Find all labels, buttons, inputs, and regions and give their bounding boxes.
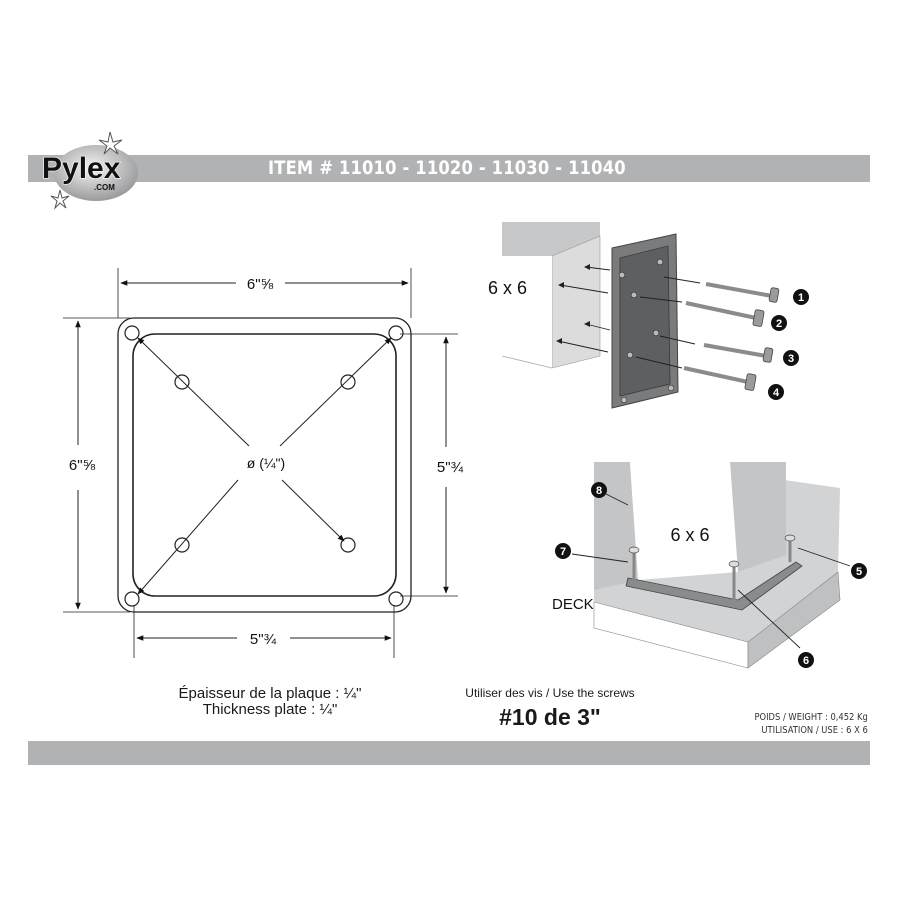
svg-text:8: 8	[596, 485, 602, 497]
sparkle-icon	[50, 131, 123, 210]
svg-text:3: 3	[788, 353, 794, 365]
svg-text:DECK: DECK	[552, 596, 594, 613]
svg-text:6 x 6: 6 x 6	[488, 278, 527, 298]
footer-bar	[28, 741, 870, 765]
svg-text:4: 4	[773, 387, 780, 399]
screw-icon	[683, 282, 780, 391]
svg-text:6 x 6: 6 x 6	[670, 525, 709, 545]
thickness-fr: Épaisseur de la plaque : ¼"	[178, 685, 362, 702]
svg-text:ø (¼"): ø (¼")	[247, 455, 285, 471]
svg-text:.COM: .COM	[94, 183, 115, 192]
svg-text:5: 5	[856, 566, 862, 578]
use-spec: UTILISATION / USE : 6 X 6	[761, 725, 868, 736]
screws-caption: Utiliser des vis / Use the screws	[465, 686, 635, 700]
svg-text:2: 2	[776, 318, 782, 330]
svg-text:Pylex: Pylex	[42, 152, 121, 185]
svg-text:1: 1	[798, 292, 804, 304]
svg-text:5"¾: 5"¾	[437, 459, 464, 476]
callout-badges: 8 7 5 6	[555, 482, 867, 668]
svg-text:7: 7	[560, 546, 566, 558]
svg-text:6"⅝: 6"⅝	[247, 276, 274, 293]
weight-spec: POIDS / WEIGHT : 0,452 Kg	[754, 712, 868, 723]
svg-text:6"⅝: 6"⅝	[69, 457, 96, 474]
header-bar	[28, 155, 870, 182]
callout-badges: 1 2 3 4	[768, 289, 809, 400]
svg-text:5"¾: 5"¾	[250, 631, 277, 648]
plate-thickness-note: Épaisseur de la plaque : ¼" Thickness pl…	[150, 686, 390, 718]
product-specs: POIDS / WEIGHT : 0,452 Kg UTILISATION / …	[755, 711, 868, 737]
thickness-en: Thickness plate : ¼"	[202, 701, 338, 718]
screws-size: #10 de 3"	[499, 704, 601, 730]
svg-text:6: 6	[803, 655, 809, 667]
pylex-logo: Pylex .COM	[41, 131, 138, 210]
item-number-title: ITEM # 11010 - 11020 - 11030 - 11040	[268, 157, 626, 179]
